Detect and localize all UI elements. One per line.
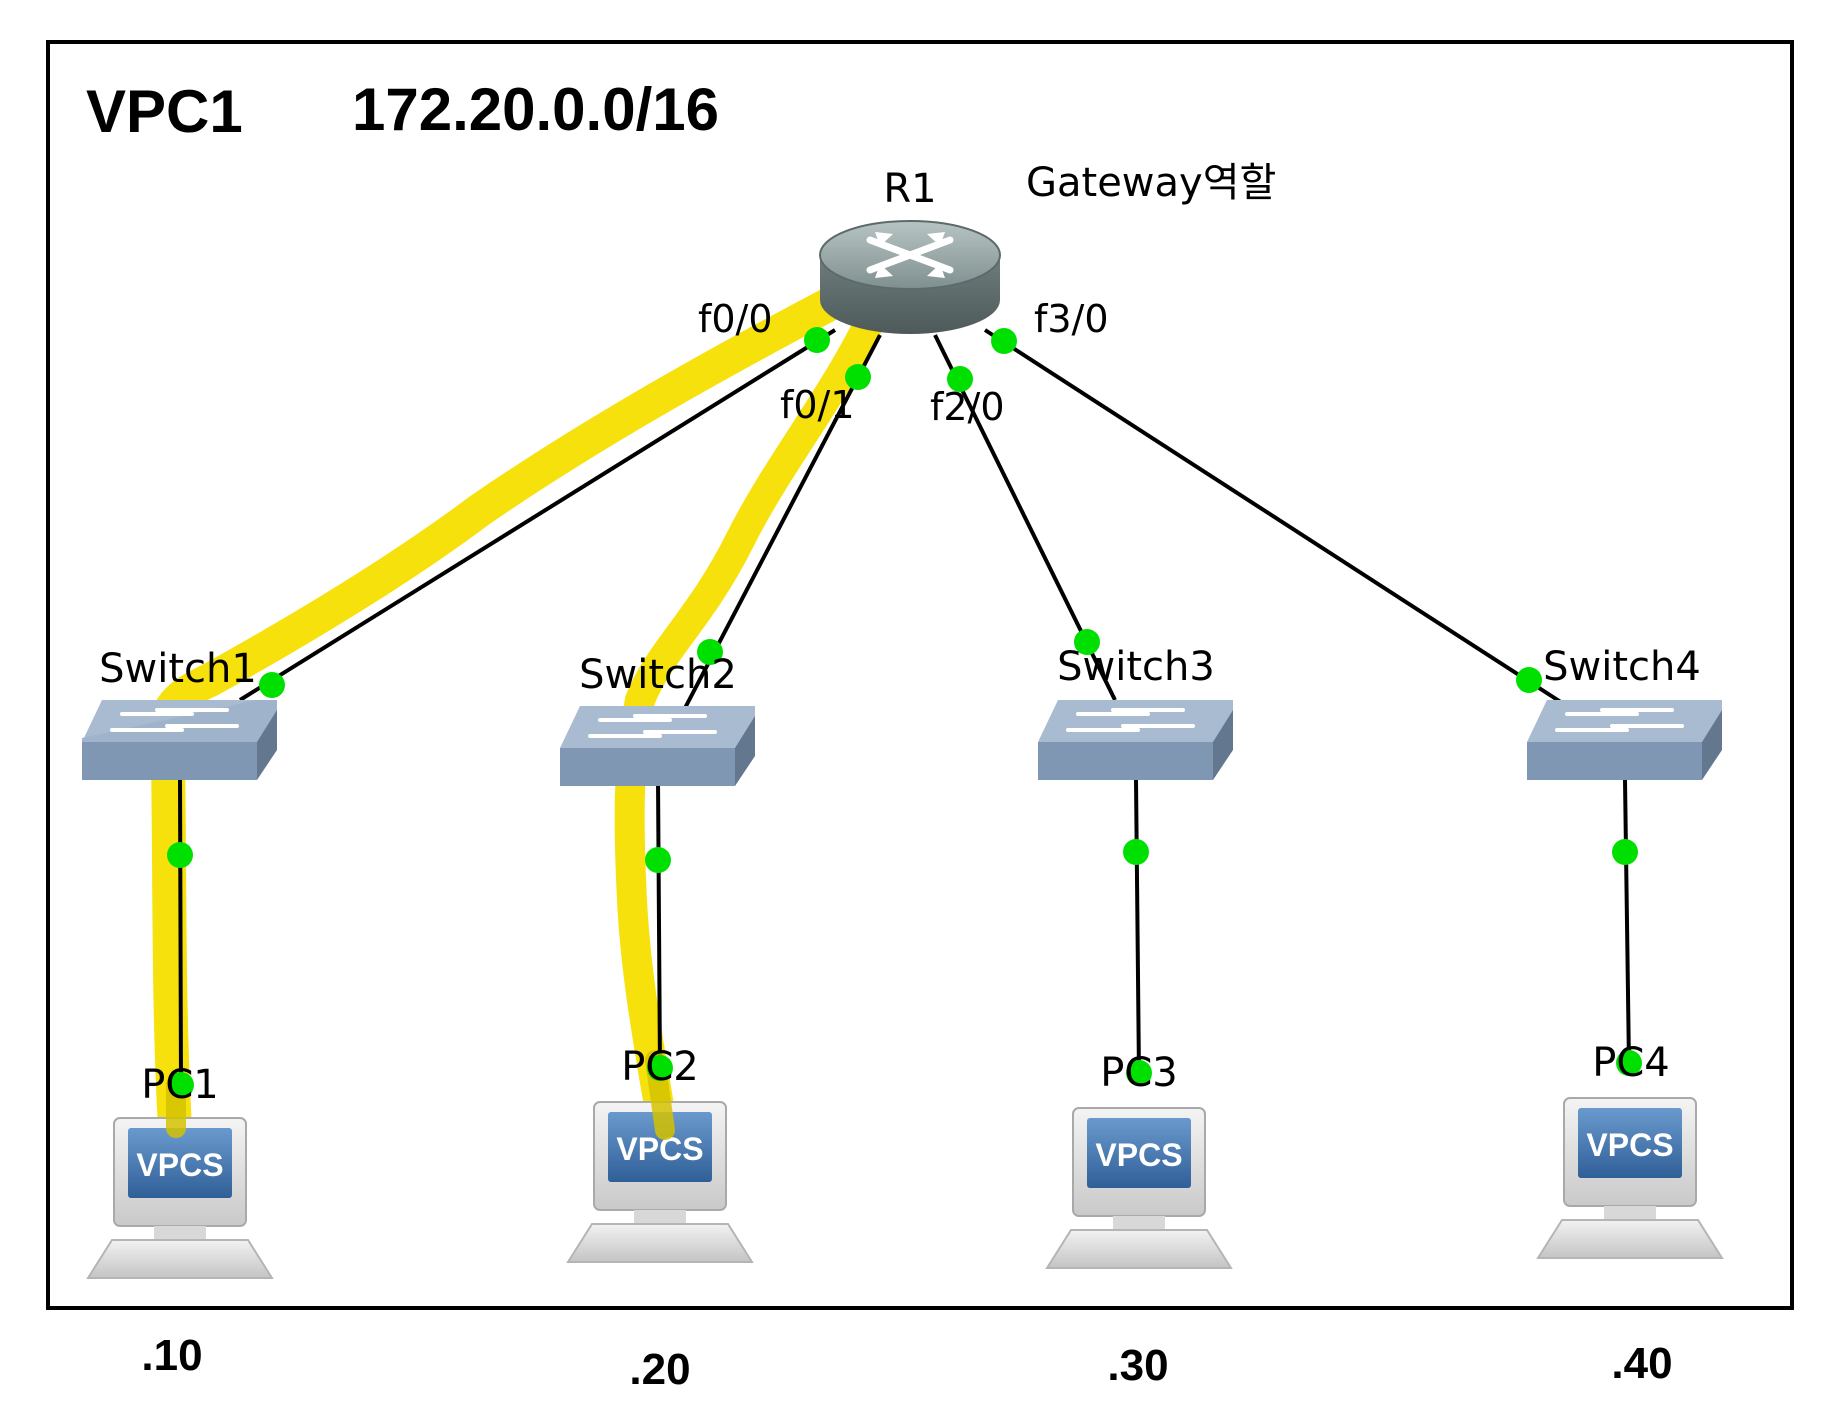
router-role-note: Gateway역할 (1026, 160, 1276, 206)
switch2-icon[interactable] (560, 706, 755, 786)
port-dot-r1-f2-0 (947, 366, 973, 392)
port-dot-pc4 (1616, 1050, 1642, 1076)
pc1-vpcs-badge: VPCS (136, 1147, 223, 1183)
port-dot-switch2-down (645, 847, 671, 873)
link-switch1-pc1 (178, 779, 183, 1086)
port-dot-switch1-uplink (259, 672, 285, 698)
port-label-f3-0: f3/0 (1034, 297, 1109, 341)
port-dot-pc1 (168, 1072, 194, 1098)
port-dot-r1-f0-0 (804, 327, 830, 353)
router-r1-icon[interactable] (819, 220, 1001, 334)
pc1-vpcs-icon[interactable]: VPCS (86, 1117, 274, 1279)
pc4-vpcs-icon[interactable]: VPCS (1536, 1097, 1724, 1259)
port-label-f2-0: f2/0 (930, 385, 1005, 429)
link-r1-switch1 (238, 328, 837, 702)
link-switch2-pc2 (656, 779, 662, 1071)
pc3-ip-suffix: .30 (1107, 1341, 1168, 1390)
link-r1-switch4 (983, 328, 1572, 710)
pc3-label: PC3 (1100, 1050, 1178, 1096)
diagram-frame (46, 40, 1794, 1310)
pc2-vpcs-icon[interactable]: VPCS (566, 1101, 754, 1263)
highlight-path-pc1 (147, 248, 922, 1145)
network-address: 172.20.0.0/16 (352, 76, 719, 143)
switch3-label: Switch3 (1057, 644, 1215, 690)
pc2-label: PC2 (621, 1044, 699, 1090)
switch4-icon[interactable] (1527, 700, 1722, 780)
switch3-icon[interactable] (1038, 700, 1233, 780)
pc1-label: PC1 (141, 1062, 219, 1108)
port-label-f0-1: f0/1 (780, 383, 855, 427)
link-switch3-pc3 (1134, 779, 1141, 1076)
highlight-path-pc2 (614, 240, 925, 1145)
port-dot-switch2-uplink (697, 639, 723, 665)
port-label-f0-0: f0/0 (698, 297, 773, 341)
vpc-label: VPC1 (86, 78, 243, 145)
pc3-vpcs-badge: VPCS (1095, 1137, 1182, 1173)
port-dot-switch1-down (167, 842, 193, 868)
pc1-ip-suffix: .10 (141, 1331, 202, 1380)
pc4-vpcs-badge: VPCS (1586, 1127, 1673, 1163)
pc2-ip-suffix: .20 (629, 1345, 690, 1394)
pc4-label: PC4 (1592, 1040, 1670, 1086)
port-dot-r1-f0-1 (845, 364, 871, 390)
port-dot-pc3 (1126, 1060, 1152, 1086)
switch4-label: Switch4 (1543, 644, 1701, 690)
port-dot-pc2 (647, 1055, 673, 1081)
router-r1-label: R1 (883, 166, 936, 212)
switch1-icon[interactable] (82, 700, 277, 780)
switch2-label: Switch2 (579, 652, 737, 698)
port-dots (167, 327, 1642, 1098)
link-switch4-pc4 (1623, 779, 1631, 1066)
port-dot-switch4-uplink (1516, 667, 1542, 693)
switch1-label: Switch1 (99, 646, 257, 692)
port-dot-switch3-down (1123, 839, 1149, 865)
pc4-ip-suffix: .40 (1611, 1339, 1672, 1388)
port-dot-r1-f3-0 (991, 328, 1017, 354)
port-dot-switch3-uplink (1074, 629, 1100, 655)
pc3-vpcs-icon[interactable]: VPCS (1045, 1107, 1233, 1269)
port-dot-switch4-down (1612, 839, 1638, 865)
